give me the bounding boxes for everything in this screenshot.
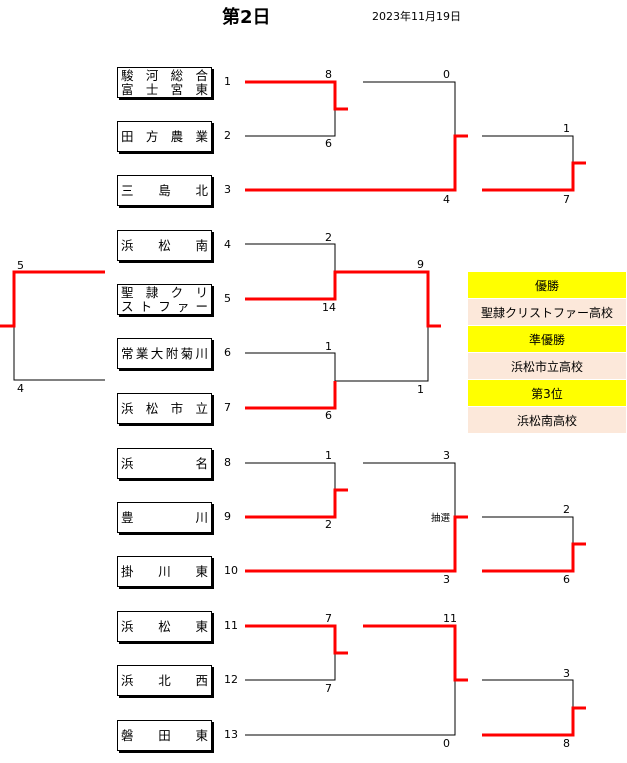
team-box-9: 豊川 <box>117 502 212 533</box>
score: 7 <box>563 193 570 206</box>
score: 3 <box>443 449 450 462</box>
score: 1 <box>325 449 332 462</box>
runner-up-label: 準優勝 <box>468 326 626 352</box>
seed-number: 3 <box>224 183 231 196</box>
team-name-line: 田方農業 <box>121 128 208 144</box>
page-title: 第2日 <box>222 7 271 28</box>
score: 7 <box>325 612 332 625</box>
score: 6 <box>325 137 332 150</box>
team-box-5: 聖隷クリストファー <box>117 284 212 315</box>
team-name-line: 浜松東 <box>121 618 208 634</box>
seed-number: 1 <box>224 75 231 88</box>
team-name-line: ストファー <box>121 298 208 314</box>
score: 0 <box>443 737 450 750</box>
champion-value: 聖隷クリストファー高校 <box>468 299 626 325</box>
seed-number: 7 <box>224 401 231 414</box>
team-name-line: 浜松市立 <box>121 400 208 416</box>
team-box-3: 三島北 <box>117 175 212 206</box>
seed-number: 2 <box>224 129 231 142</box>
score: 6 <box>325 409 332 422</box>
team-name-line: 浜松南 <box>121 237 208 253</box>
score: 1 <box>417 383 424 396</box>
team-box-8: 浜名 <box>117 448 212 479</box>
team-name-line: 磐田東 <box>121 727 208 743</box>
seed-number: 4 <box>224 238 231 251</box>
team-name-line: 駿河総合 <box>121 67 208 83</box>
team-name-line: 富士宮東 <box>121 81 208 97</box>
score: 2 <box>325 231 332 244</box>
score: 5 <box>17 259 24 272</box>
score: 4 <box>443 193 450 206</box>
score: 2 <box>325 518 332 531</box>
score: 4 <box>17 382 24 395</box>
team-name-line: 豊川 <box>121 509 208 525</box>
team-name-line: 掛川東 <box>121 563 208 579</box>
seed-number: 5 <box>224 292 231 305</box>
score: 1 <box>563 122 570 135</box>
score: 3 <box>563 667 570 680</box>
score: 8 <box>563 737 570 750</box>
team-box-12: 浜北西 <box>117 665 212 696</box>
lottery-note: 抽選 <box>431 513 451 524</box>
score: 9 <box>417 258 424 271</box>
team-box-10: 掛川東 <box>117 556 212 587</box>
team-box-11: 浜松東 <box>117 611 212 642</box>
seed-number: 9 <box>224 510 231 523</box>
seed-number: 10 <box>224 564 238 577</box>
score: 3 <box>443 573 450 586</box>
team-name-line: 浜北西 <box>121 672 208 688</box>
team-name-line: 常業大附菊川 <box>121 345 208 361</box>
team-box-6: 常業大附菊川 <box>117 338 212 369</box>
seed-number: 8 <box>224 456 231 469</box>
seed-number: 12 <box>224 673 238 686</box>
score: 11 <box>443 612 457 625</box>
team-box-1: 駿河総合富士宮東 <box>117 67 212 98</box>
team-box-4: 浜松南 <box>117 230 212 261</box>
team-box-2: 田方農業 <box>117 121 212 152</box>
score: 0 <box>443 68 450 81</box>
team-name-line: 聖隷クリ <box>121 284 208 300</box>
champion-label: 優勝 <box>468 272 626 298</box>
score: 2 <box>563 503 570 516</box>
score: 7 <box>325 682 332 695</box>
score: 14 <box>322 301 336 314</box>
team-box-7: 浜松市立 <box>117 393 212 424</box>
seed-number: 13 <box>224 728 238 741</box>
score: 6 <box>563 573 570 586</box>
third-place-value: 浜松南高校 <box>468 407 626 433</box>
seed-number: 6 <box>224 346 231 359</box>
team-name-line: 三島北 <box>121 182 208 198</box>
team-box-13: 磐田東 <box>117 720 212 751</box>
team-name-line: 浜名 <box>121 455 208 471</box>
seed-number: 11 <box>224 619 238 632</box>
score: 8 <box>325 68 332 81</box>
event-date: 2023年11月19日 <box>372 10 461 23</box>
third-place-label: 第3位 <box>468 380 626 406</box>
score: 1 <box>325 340 332 353</box>
runner-up-value: 浜松市立高校 <box>468 353 626 379</box>
